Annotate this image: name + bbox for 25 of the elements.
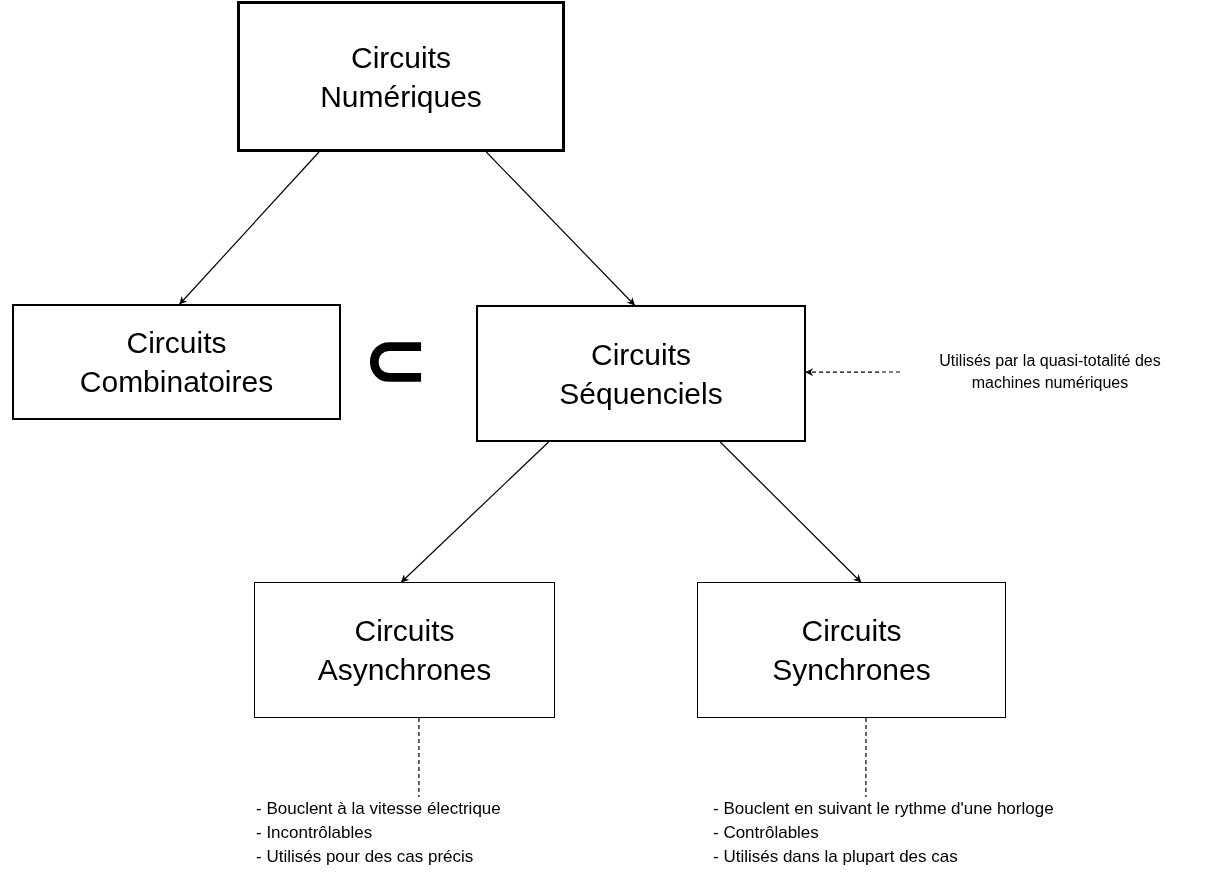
node-label: Circuits Asynchrones xyxy=(316,613,493,688)
list-item: - Incontrôlables xyxy=(256,821,373,844)
list-item: - Contrôlables xyxy=(713,821,819,844)
process-box xyxy=(697,582,1006,718)
arrow xyxy=(179,151,320,305)
arrow xyxy=(400,441,550,583)
note-text: Utilisés par la quasi-totalité des machines numériques xyxy=(938,351,1162,393)
process-box xyxy=(254,582,555,718)
process-box xyxy=(237,1,565,152)
arrow xyxy=(485,151,635,306)
process-box xyxy=(476,305,806,442)
arrow xyxy=(719,441,862,583)
node-label: Circuits Numériques xyxy=(319,39,483,115)
node-label: Circuits Synchrones xyxy=(771,613,932,688)
list-item: - Utilisés pour des cas précis xyxy=(256,845,474,868)
dashed-connector xyxy=(418,717,420,798)
node-label: Circuits Combinatoires xyxy=(78,325,275,400)
subset-symbol: ⊂ xyxy=(362,320,430,400)
list-item: - Bouclent à la vitesse électrique xyxy=(256,798,501,820)
list-item: - Bouclent en suivant le rythme d'une horloge xyxy=(713,798,1054,820)
list-item: - Utilisés dans la plupart des cas xyxy=(713,845,958,868)
node-label: Circuits Séquenciels xyxy=(558,336,724,412)
dashed-connector xyxy=(865,717,867,798)
process-box xyxy=(12,304,341,420)
dashed-connector xyxy=(805,368,901,377)
